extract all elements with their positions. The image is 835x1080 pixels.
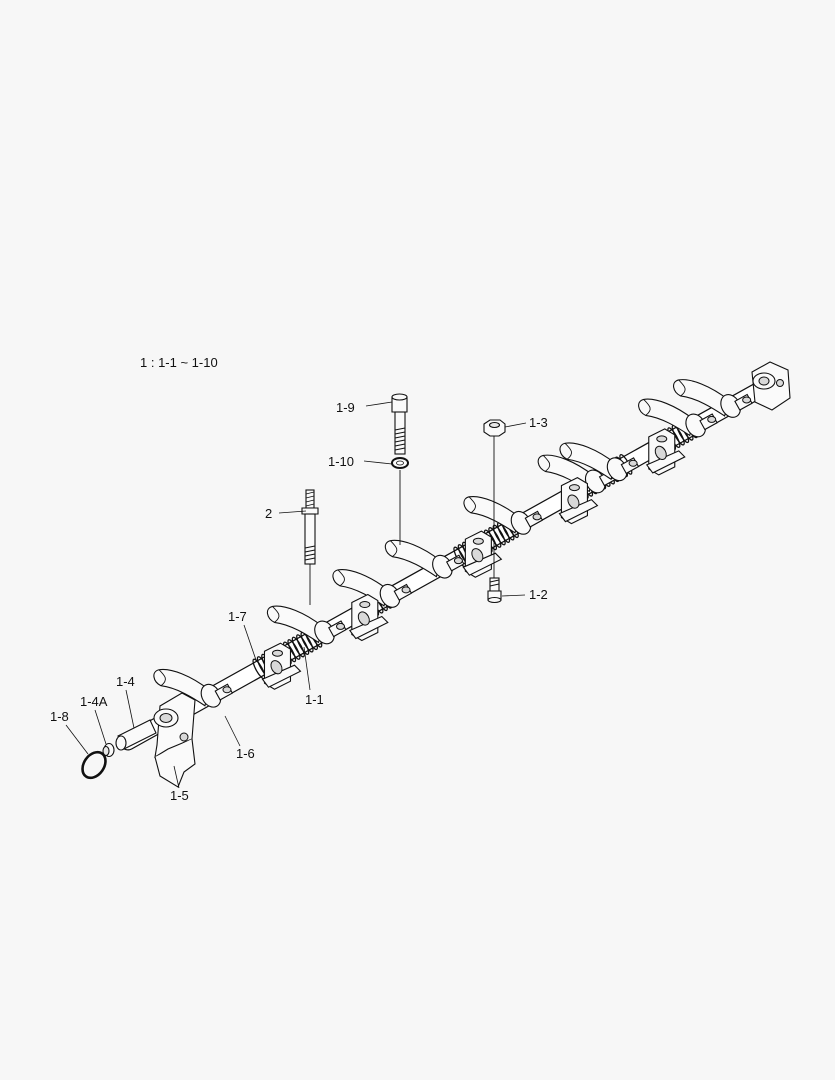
callout-1-8: 1-8: [50, 709, 69, 724]
shaft-bracket: [558, 476, 599, 525]
callout-1-10: 1-10: [328, 454, 354, 469]
shaft-bracket: [261, 642, 302, 690]
rocker-arm: [266, 605, 347, 645]
end-bracket-right: [751, 361, 791, 411]
callout-1-4: 1-4: [116, 674, 135, 689]
index-note: 1 : 1-1 ~ 1-10: [140, 355, 218, 370]
end-bracket-left: [153, 692, 196, 788]
nut-1-3: [483, 419, 506, 530]
rocker-arm: [384, 539, 465, 579]
callout-1-2: 1-2: [529, 587, 548, 602]
shaft-bracket: [462, 530, 503, 578]
callout-1-6: 1-6: [236, 746, 255, 761]
rocker-arm: [463, 495, 544, 535]
shaft-plug: [115, 719, 157, 751]
callout-1-3: 1-3: [529, 415, 548, 430]
rocker-arm: [153, 668, 234, 708]
washer-1-10: [391, 457, 409, 469]
shaft-bracket: [348, 593, 389, 642]
screw-1-2: [487, 540, 502, 604]
rocker-arm: [332, 569, 413, 608]
callout-1-7: 1-7: [228, 609, 247, 624]
rocker-arm: [673, 379, 753, 418]
callout-1-5: 1-5: [170, 788, 189, 803]
stud-bolt: [301, 489, 319, 605]
spacer-1-4a: [102, 742, 115, 758]
rocker-arm: [559, 442, 640, 482]
shaft-bracket: [645, 428, 686, 476]
callout-1-4a: 1-4A: [80, 694, 108, 709]
bolt-1-9: [391, 393, 408, 545]
snap-ring: [81, 750, 107, 780]
callout-labels: 1-9 1-10 1-3 2 1-2 1-7 1-1 1-4 1-4A 1-8 …: [50, 400, 548, 803]
callout-2: 2: [265, 506, 272, 521]
callout-1-1: 1-1: [305, 692, 324, 707]
rocker-arms: [153, 379, 753, 708]
callout-1-9: 1-9: [336, 400, 355, 415]
rocker-arm: [638, 398, 718, 438]
leader-lines: [65, 401, 527, 789]
